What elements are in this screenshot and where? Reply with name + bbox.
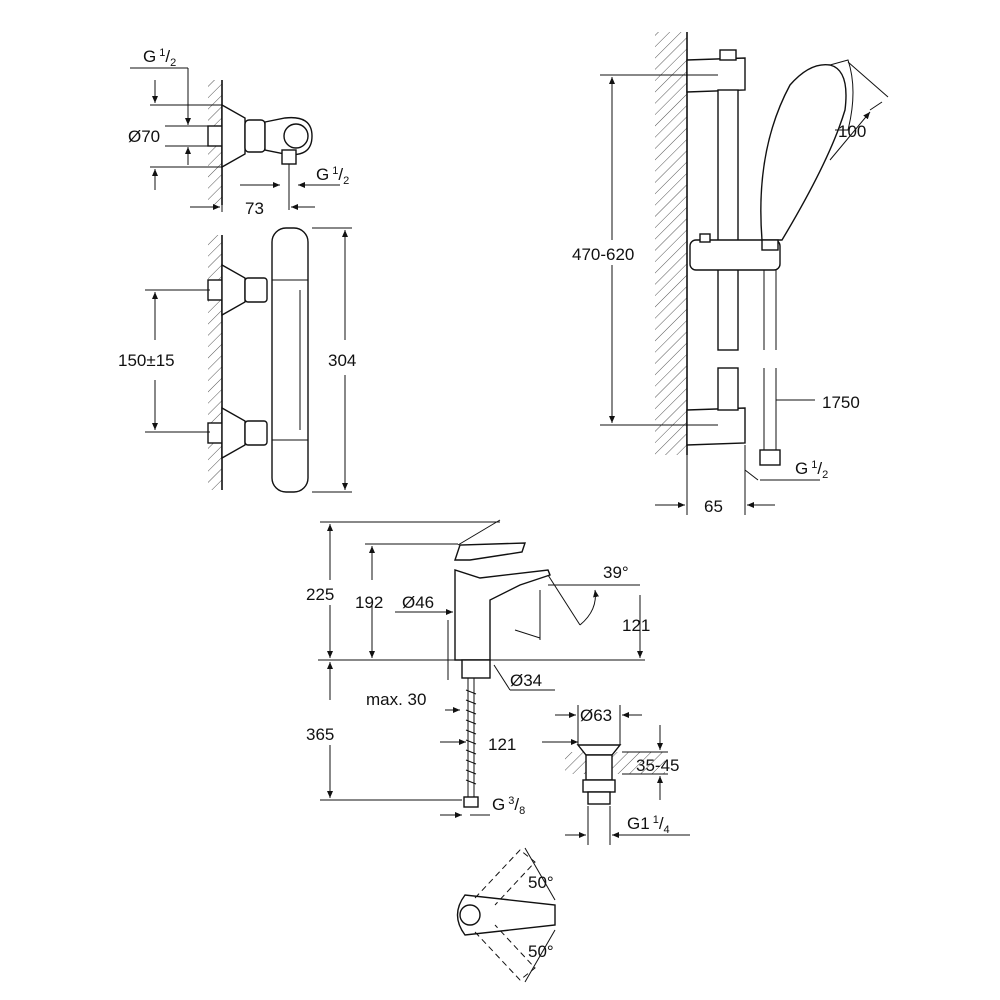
wall-hatch — [655, 32, 687, 455]
thermostat-height-label: 304 — [328, 351, 356, 370]
rail-bracket-bottom — [686, 407, 746, 446]
rail-height-label: 470-620 — [572, 245, 634, 264]
mixer-lever — [454, 542, 526, 561]
waste-diameter-label: Ø63 — [580, 706, 612, 725]
thermostat-projection-label: 73 — [245, 199, 264, 218]
handshower-diameter-label: 100 — [838, 122, 866, 141]
spout-top — [456, 894, 556, 936]
spout-height-label: 121 — [622, 616, 650, 635]
max-thickness-label: max. 30 — [366, 690, 426, 709]
basin-mixer-top-view: 50° 50° — [456, 847, 556, 983]
handshower — [760, 63, 847, 241]
basin-mixer-side-view: 225 192 Ø46 39° 121 Ø34 max. 30 365 121 … — [306, 519, 650, 818]
thermostat-body — [271, 227, 309, 493]
rosette-diameter-label: Ø70 — [128, 127, 160, 146]
slider — [689, 239, 781, 271]
swivel-right-label: 50° — [528, 942, 554, 961]
mixer-body — [454, 569, 551, 661]
spout-reach-label: 121 — [488, 735, 516, 754]
hose-length-label: 365 — [306, 725, 334, 744]
body-diameter-label: Ø46 — [402, 593, 434, 612]
thermostat-front-view: 150±15 304 — [118, 227, 356, 493]
rail-projection-label: 65 — [704, 497, 723, 516]
mounting-hole-label: Ø34 — [510, 671, 542, 690]
swivel-left-label: 50° — [528, 873, 554, 892]
spout-angle-label: 39° — [603, 563, 629, 582]
total-height-label: 225 — [306, 585, 334, 604]
lever-height-label: 192 — [355, 593, 383, 612]
hose-length-label: 1750 — [822, 393, 860, 412]
waste-range-label: 35-45 — [636, 756, 679, 775]
wall-hatch — [208, 235, 222, 490]
inlet-spacing-label: 150±15 — [118, 351, 175, 370]
